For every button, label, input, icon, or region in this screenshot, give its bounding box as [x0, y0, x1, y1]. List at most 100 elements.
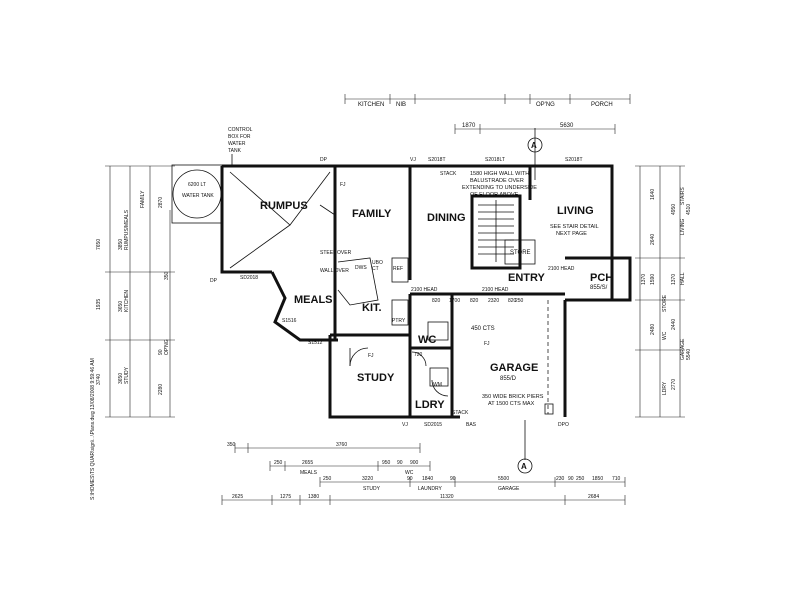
- svg-text:3220: 3220: [362, 476, 373, 482]
- svg-text:350: 350: [227, 442, 236, 448]
- garage-cts: 450 CTS: [471, 326, 495, 332]
- svg-text:90: 90: [397, 460, 403, 466]
- label-ct: CT: [372, 266, 379, 272]
- svg-text:90: 90: [407, 476, 413, 482]
- svg-text:2625: 2625: [232, 494, 243, 500]
- margin-file-note: S:\HOMES\TS QUAR\sign\...\Plans.dwg 13/0…: [90, 358, 96, 500]
- svg-text:SD2018: SD2018: [240, 275, 258, 281]
- svg-text:90: 90: [568, 476, 574, 482]
- room-study: STUDY: [357, 372, 395, 384]
- svg-text:1590: 1590: [650, 274, 656, 285]
- svg-text:FAMILY: FAMILY: [140, 190, 146, 208]
- svg-text:2770: 2770: [671, 379, 677, 390]
- svg-text:WALL OVER: WALL OVER: [320, 268, 349, 274]
- svg-text:720: 720: [414, 352, 423, 358]
- room-pch: PCH: [590, 272, 613, 284]
- svg-text:350: 350: [164, 271, 170, 280]
- svg-text:2280: 2280: [158, 384, 164, 395]
- svg-text:TANK: TANK: [228, 148, 242, 154]
- svg-text:LIVING: LIVING: [680, 218, 686, 235]
- svg-text:710: 710: [612, 476, 621, 482]
- svg-text:LAUNDRY: LAUNDRY: [418, 486, 442, 492]
- svg-text:SEE STAIR DETAIL: SEE STAIR DETAIL: [550, 224, 599, 230]
- svg-text:KITCHEN: KITCHEN: [124, 290, 130, 312]
- svg-text:1380: 1380: [308, 494, 319, 500]
- interior-walls: [229, 166, 614, 417]
- svg-text:900: 900: [410, 460, 419, 466]
- dim-label-nib: NIB: [396, 102, 406, 108]
- svg-text:7650: 7650: [96, 239, 102, 250]
- svg-text:S2018LT: S2018LT: [485, 157, 505, 163]
- svg-text:2655: 2655: [302, 460, 313, 466]
- svg-text:1370: 1370: [641, 274, 647, 285]
- svg-text:2320: 2320: [488, 298, 499, 304]
- room-labels: RUMPUS FAMILY DINING LIVING MEALS KIT. E…: [260, 200, 613, 411]
- svg-text:VJ: VJ: [410, 157, 416, 163]
- svg-text:HALL: HALL: [680, 272, 686, 285]
- room-kit: KIT.: [362, 302, 382, 314]
- svg-text:2100 HEAD: 2100 HEAD: [411, 287, 438, 293]
- section-marker-label: A: [531, 141, 537, 150]
- svg-text:1700: 1700: [449, 298, 460, 304]
- svg-text:2480: 2480: [650, 324, 656, 335]
- svg-text:WC: WC: [405, 470, 414, 476]
- label-dws: DWS: [355, 265, 367, 271]
- svg-text:BALUSTRADE OVER: BALUSTRADE OVER: [470, 178, 524, 184]
- svg-text:820: 820: [508, 298, 517, 304]
- svg-text:NEXT PAGE: NEXT PAGE: [556, 231, 587, 237]
- bottom-dimensions: 350 3760 250 2655 950 90 900 MEALS WC 25…: [221, 442, 626, 505]
- svg-text:OF FLOOR ABOVE: OF FLOOR ABOVE: [470, 192, 519, 198]
- water-tank-capacity: 6200 LT: [188, 182, 206, 188]
- svg-text:STUDY: STUDY: [124, 366, 130, 384]
- svg-text:1840: 1840: [422, 476, 433, 482]
- svg-text:1850: 1850: [592, 476, 603, 482]
- svg-text:2684: 2684: [588, 494, 599, 500]
- svg-text:GARAGE: GARAGE: [498, 486, 520, 492]
- room-meals: MEALS: [294, 294, 333, 306]
- control-box-note: CONTROL BOX FOR WATER TANK: [228, 127, 253, 166]
- svg-text:EXTENDING TO UNDERSIDE: EXTENDING TO UNDERSIDE: [462, 185, 537, 191]
- dim-label-kitchen: KITCHEN: [358, 102, 384, 108]
- svg-text:950: 950: [382, 460, 391, 466]
- svg-text:3650: 3650: [118, 373, 124, 384]
- svg-text:STEEL OVER: STEEL OVER: [320, 250, 352, 256]
- svg-text:FJ: FJ: [368, 353, 374, 359]
- svg-text:2870: 2870: [158, 197, 164, 208]
- svg-text:1640: 1640: [650, 189, 656, 200]
- svg-text:820: 820: [470, 298, 479, 304]
- svg-text:A: A: [521, 462, 527, 471]
- garage-finish: 855/D: [500, 376, 517, 382]
- label-ubo: UBO: [372, 260, 383, 266]
- svg-text:S1516: S1516: [282, 318, 297, 324]
- svg-text:S2018T: S2018T: [565, 157, 583, 163]
- dim-label-opng: OP'NG: [536, 102, 555, 108]
- dim-label-porch: PORCH: [591, 102, 613, 108]
- svg-text:SD2015: SD2015: [424, 422, 442, 428]
- svg-text:3650: 3650: [118, 301, 124, 312]
- room-wc: WC: [418, 334, 436, 346]
- dim-1870: 1870: [462, 123, 476, 129]
- svg-text:250: 250: [515, 298, 524, 304]
- svg-text:WC: WC: [662, 331, 668, 340]
- room-family: FAMILY: [352, 208, 392, 220]
- svg-text:STORE: STORE: [662, 294, 668, 312]
- room-entry: ENTRY: [508, 272, 546, 284]
- svg-text:250: 250: [274, 460, 283, 466]
- svg-text:DP: DP: [210, 278, 218, 284]
- door-swings: [349, 347, 449, 397]
- water-tank-label: WATER TANK: [182, 193, 214, 199]
- svg-text:3740: 3740: [96, 374, 102, 385]
- svg-text:OP'NG: OP'NG: [164, 339, 170, 355]
- svg-text:90: 90: [158, 349, 164, 355]
- svg-text:820: 820: [432, 298, 441, 304]
- svg-text:4510: 4510: [686, 204, 692, 215]
- label-wm: WM: [433, 382, 442, 388]
- svg-text:5540: 5540: [686, 349, 692, 360]
- svg-text:MEALS: MEALS: [300, 470, 318, 476]
- svg-text:VJ: VJ: [402, 422, 408, 428]
- top-dimension-strip: KITCHEN NIB OP'NG PORCH 1870 5630: [344, 94, 631, 134]
- room-rumpus: RUMPUS: [260, 200, 308, 212]
- garage-piers: [544, 300, 554, 415]
- svg-text:5500: 5500: [498, 476, 509, 482]
- door-width-labels: 820 1700 820 2320 820 250 720: [414, 298, 524, 358]
